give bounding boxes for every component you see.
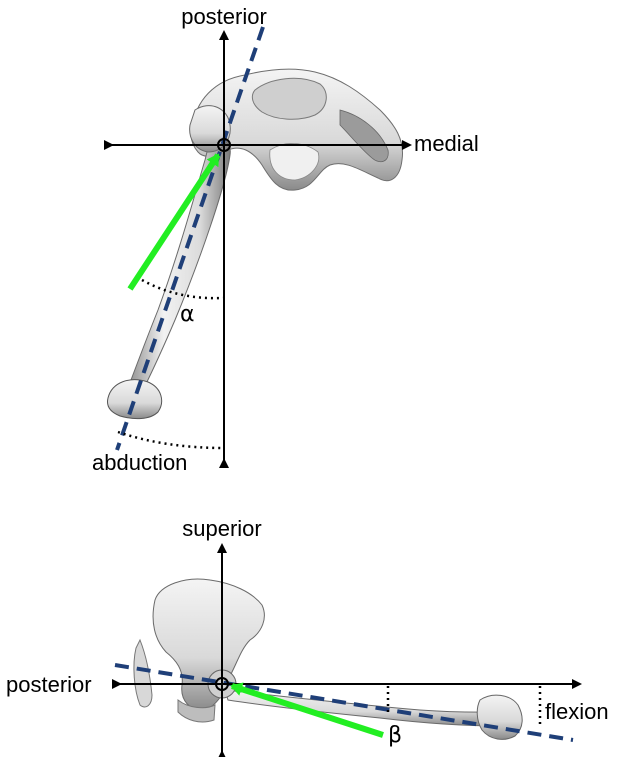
hip-force-arrow-top [127, 153, 221, 291]
femur-top-view [107, 105, 231, 420]
medial-label: medial [414, 131, 479, 156]
pelvis-top-view [190, 68, 404, 191]
top-panel: posterior medial α abduction [92, 4, 479, 475]
bottom-posterior-label: posterior [6, 672, 92, 697]
alpha-label: α [180, 302, 195, 327]
bottom-panel: superior posterior β flexion [6, 516, 609, 757]
hip-joint-center-bottom [215, 677, 229, 691]
femur-axis-dashed-line-bottom [114, 663, 574, 742]
flexion-label: flexion [545, 699, 609, 724]
abduction-label: abduction [92, 450, 187, 475]
hip-joint-center-top [217, 138, 231, 152]
superior-label: superior [182, 516, 261, 541]
top-posterior-label: posterior [181, 4, 267, 29]
hip-force-arrow-bottom [230, 682, 384, 738]
pelvis-side-view [133, 578, 265, 723]
beta-label: β [388, 723, 402, 748]
abduction-angle-arc [117, 430, 225, 450]
femur-axis-dashed-line-top [115, 26, 265, 451]
